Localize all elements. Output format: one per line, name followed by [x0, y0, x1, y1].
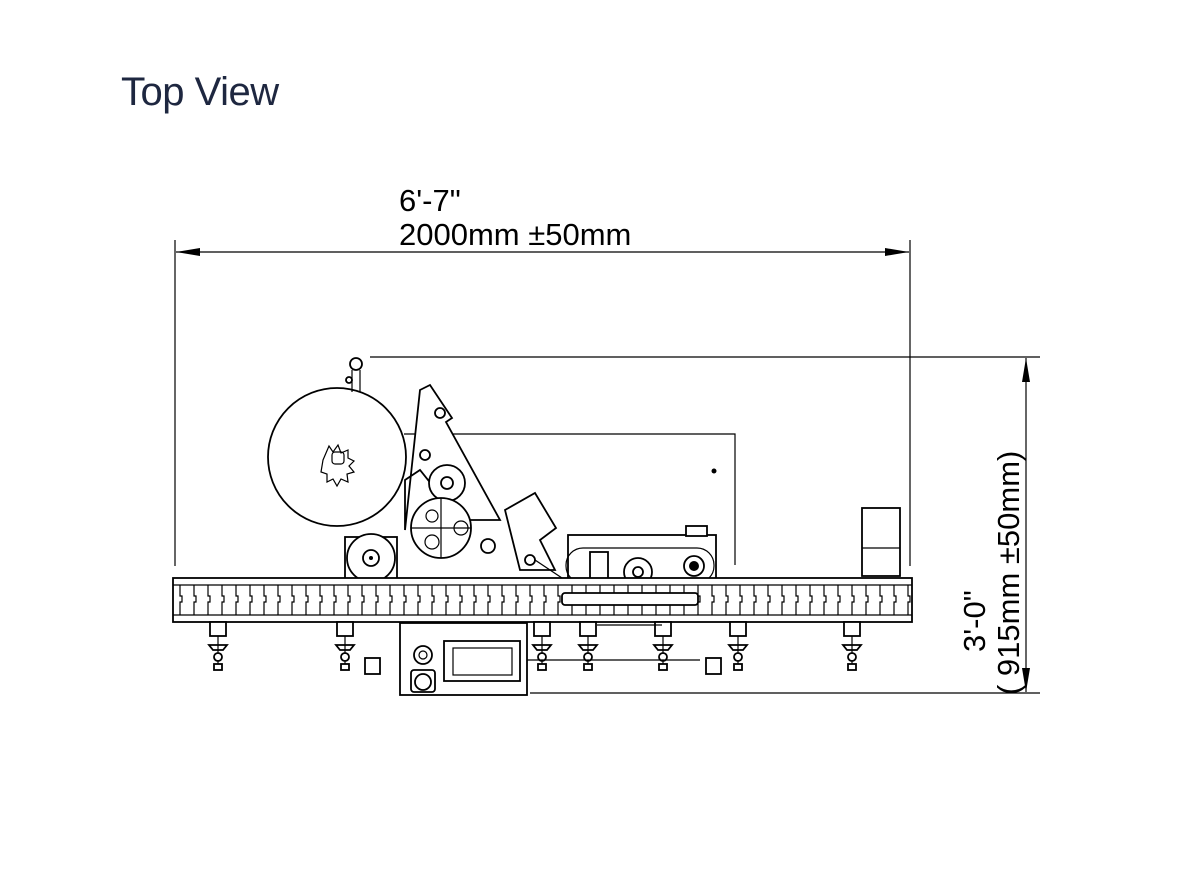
conveyor-slat [865, 585, 869, 615]
conveyor-slat [487, 585, 491, 615]
conveyor-slat [375, 585, 379, 615]
conveyor-slat [823, 585, 827, 615]
conveyor-slat [767, 585, 771, 615]
conveyor-slat [809, 585, 813, 615]
conveyor-slat [431, 585, 435, 615]
conveyor-slat [249, 585, 253, 615]
label-roll [267, 357, 407, 527]
conveyor-slat [221, 585, 225, 615]
conveyor-slat [515, 585, 519, 615]
conveyor-slat [907, 585, 911, 615]
leveling-foot [207, 621, 229, 671]
conveyor-slat [893, 585, 897, 615]
leveling-foot [652, 621, 674, 671]
conveyor-slat [403, 585, 407, 615]
width-dimension: 6'-7" 2000mm ±50mm [174, 183, 911, 566]
conveyor-slat [263, 585, 267, 615]
width-metric-label: 2000mm ±50mm [399, 217, 631, 252]
conveyor-slat [781, 585, 785, 615]
conveyor-slat [753, 585, 757, 615]
conveyor-slat [235, 585, 239, 615]
depth-imperial-label: 3'-0" [957, 590, 992, 652]
conveyor-slat [361, 585, 365, 615]
conveyor-slat [557, 585, 561, 615]
conveyor-slat [795, 585, 799, 615]
depth-dimension: 3'-0" ( 915mm ±50mm) [370, 356, 1040, 695]
conveyor-slat [389, 585, 393, 615]
width-imperial-label: 6'-7" [399, 183, 461, 218]
leveling-foot [727, 621, 749, 671]
conveyor-slat [193, 585, 197, 615]
page-title: Top View [121, 70, 279, 114]
conveyor-slat [445, 585, 449, 615]
leveling-foot [334, 621, 356, 671]
conveyor-slat [543, 585, 547, 615]
conveyor [172, 577, 913, 623]
conveyor-slat [179, 585, 183, 615]
conveyor-slat [837, 585, 841, 615]
leveling-foot [531, 621, 553, 671]
conveyor-slat [473, 585, 477, 615]
leveling-foot [841, 621, 863, 671]
leveling-foot [577, 621, 599, 671]
conveyor-slat [851, 585, 855, 615]
conveyor-slat [277, 585, 281, 615]
conveyor-slat [417, 585, 421, 615]
conveyor-slat [711, 585, 715, 615]
conveyor-slat [725, 585, 729, 615]
conveyor-slat [529, 585, 533, 615]
conveyor-slat [333, 585, 337, 615]
conveyor-slat [291, 585, 295, 615]
labeling-machine [172, 357, 913, 696]
conveyor-slat [501, 585, 505, 615]
conveyor-slat [459, 585, 463, 615]
control-panel [399, 622, 528, 696]
conveyor-slat [879, 585, 883, 615]
conveyor-slat [739, 585, 743, 615]
conveyor-slat [305, 585, 309, 615]
depth-metric-label: ( 915mm ±50mm) [991, 451, 1026, 695]
conveyor-slat [319, 585, 323, 615]
conveyor-slat [207, 585, 211, 615]
conveyor-slat [347, 585, 351, 615]
